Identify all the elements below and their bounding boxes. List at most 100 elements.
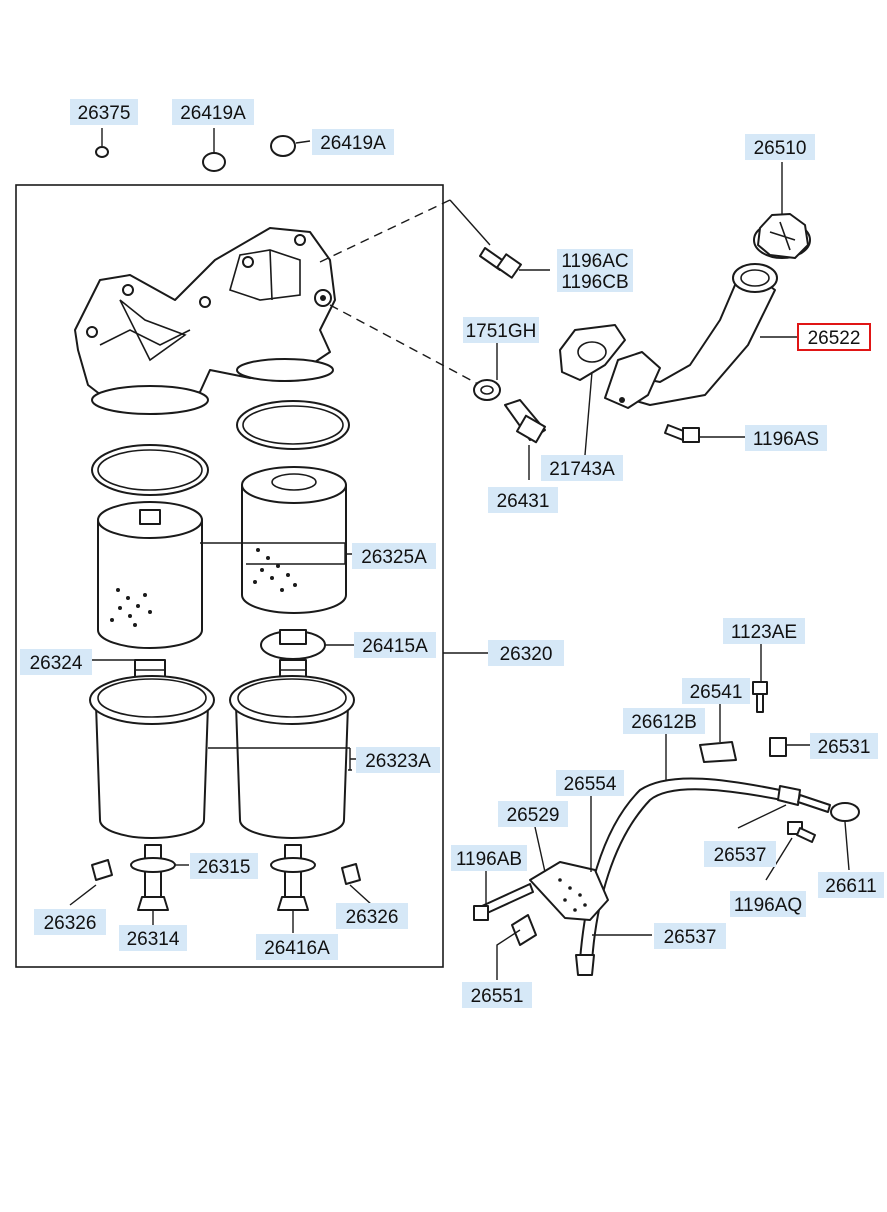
callout-box [451, 845, 527, 871]
filler-cap-26510 [753, 213, 811, 259]
callout-1196cb[interactable]: 1196CB [557, 270, 633, 293]
callout-26326[interactable]: 26326 [34, 909, 106, 935]
callout-box [723, 618, 805, 644]
callout-box [623, 708, 705, 734]
gasket-21743a [559, 324, 626, 381]
callout-26551[interactable]: 26551 [462, 982, 532, 1008]
callout-box [745, 425, 827, 451]
callout-1196ac[interactable]: 1196AC [557, 249, 633, 272]
callout-1123ae[interactable]: 1123AE [723, 618, 805, 644]
callout-box [745, 134, 815, 160]
callout-26375[interactable]: 26375 [70, 99, 138, 125]
callout-box [352, 543, 436, 569]
callout-26537[interactable]: 26537 [704, 841, 776, 867]
callout-26431[interactable]: 26431 [488, 487, 558, 513]
callout-box [730, 891, 806, 917]
callout-text: 1196AB [456, 849, 522, 870]
callout-box [336, 903, 408, 929]
dipstick-26611 [797, 794, 860, 822]
callout-text: 1196AS [753, 429, 819, 450]
callout-box [119, 925, 187, 951]
callout-21743a[interactable]: 21743A [541, 455, 623, 481]
callout-26529[interactable]: 26529 [498, 801, 568, 827]
callout-1751gh[interactable]: 1751GH [463, 317, 539, 343]
clip-26541 [699, 741, 737, 763]
callout-26611[interactable]: 26611 [818, 872, 884, 898]
callout-text: 26415A [362, 636, 428, 657]
callout-26537[interactable]: 26537 [654, 923, 726, 949]
callout-box [818, 872, 884, 898]
callout-26531[interactable]: 26531 [810, 733, 878, 759]
callout-26522-highlighted[interactable]: 26522 [797, 323, 871, 351]
callout-text: 1123AE [731, 622, 797, 643]
callout-box [498, 801, 568, 827]
callout-26326[interactable]: 26326 [336, 903, 408, 929]
o-ring-small [202, 152, 226, 172]
callout-text: 1196AQ [734, 895, 802, 916]
callout-26419a[interactable]: 26419A [312, 129, 394, 155]
callout-box [312, 129, 394, 155]
callout-box [256, 934, 338, 960]
callout-26415a[interactable]: 26415A [354, 632, 436, 658]
callout-box [682, 678, 750, 704]
callout-box [704, 841, 776, 867]
bolt-1196aq [787, 821, 816, 843]
callout-26510[interactable]: 26510 [745, 134, 815, 160]
callout-text: 26314 [127, 929, 180, 950]
callout-text: 21743A [549, 459, 615, 480]
filter-element-right [241, 466, 347, 614]
callout-26554[interactable]: 26554 [556, 770, 624, 796]
callout-26612b[interactable]: 26612B [623, 708, 705, 734]
callout-text: 26522 [808, 328, 861, 349]
callout-text: 26419A [320, 133, 386, 154]
callout-box [34, 909, 106, 935]
callout-text: 26541 [690, 682, 743, 703]
plate-26551 [511, 914, 537, 946]
callout-1196as[interactable]: 1196AS [745, 425, 827, 451]
washer-1751gh [473, 379, 501, 401]
o-ring-large [270, 135, 296, 157]
callout-box [70, 99, 138, 125]
callout-box [654, 923, 726, 949]
callout-26324[interactable]: 26324 [20, 649, 92, 675]
filter-can-left [89, 675, 215, 839]
callout-text: 26611 [825, 876, 876, 897]
filler-neck-26522 [604, 263, 778, 409]
callout-text: 26431 [497, 491, 550, 512]
filter-head-housing [74, 227, 336, 415]
callout-text: 26529 [507, 805, 560, 826]
callout-26323a[interactable]: 26323A [356, 747, 440, 773]
callout-text: 26537 [714, 845, 767, 866]
callout-26419a[interactable]: 26419A [172, 99, 254, 125]
callout-26320[interactable]: 26320 [488, 640, 564, 666]
callout-box [20, 649, 92, 675]
callout-text: 26320 [500, 644, 553, 665]
callout-26315[interactable]: 26315 [190, 853, 258, 879]
callout-text: 26324 [30, 653, 83, 674]
callout-1196ab[interactable]: 1196AB [451, 845, 527, 871]
callout-text: 1751GH [466, 321, 537, 342]
callout-26314[interactable]: 26314 [119, 925, 187, 951]
callout-26416a[interactable]: 26416A [256, 934, 338, 960]
leader-lines [69, 128, 850, 980]
callout-text: 26419A [180, 103, 246, 124]
callout-text: 26325A [361, 547, 427, 568]
filter-can-right [229, 675, 355, 839]
callout-text: 26531 [818, 737, 871, 758]
callout-26325a[interactable]: 26325A [352, 543, 436, 569]
callout-text: 26323A [365, 751, 431, 772]
callout-box [488, 640, 564, 666]
callout-text: 26375 [78, 103, 131, 124]
callout-26541[interactable]: 26541 [682, 678, 750, 704]
sensor-26431 [504, 399, 547, 444]
callout-box [356, 747, 440, 773]
callout-text: 26315 [198, 857, 251, 878]
plug-26375 [95, 146, 109, 158]
callout-text: 1196CB [561, 272, 628, 293]
callout-text: 26554 [564, 774, 617, 795]
bolt-1196as [664, 424, 700, 443]
callout-1196aq[interactable]: 1196AQ [730, 891, 806, 917]
callout-text: 26551 [471, 986, 524, 1007]
